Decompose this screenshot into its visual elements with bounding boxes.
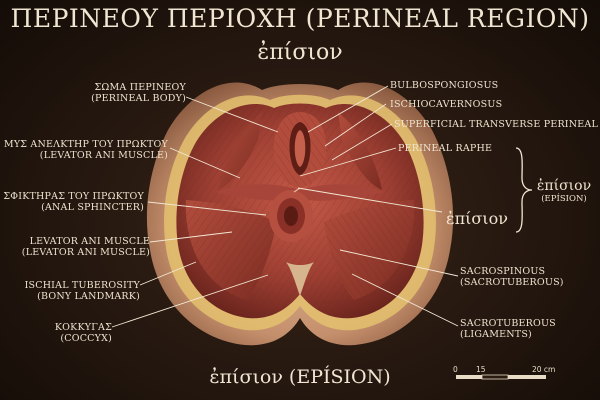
label-sacrospinous: SACROSPINOUS(SACROTUBEROUS) bbox=[460, 266, 564, 288]
scale-tick-15: 15 bbox=[476, 365, 486, 374]
perineal-raphe bbox=[293, 187, 301, 193]
ischiocavernosus-right bbox=[338, 112, 382, 190]
page-subtitle: ἐπίσιον bbox=[257, 40, 343, 65]
label-ischiocavernosus: ISCHIOCAVERNOSUS bbox=[390, 99, 503, 110]
coccyx bbox=[286, 262, 314, 296]
label-coccyx: ΚΟΚΚΥΓΑΣ(COCCYX) bbox=[54, 322, 112, 344]
label-levator-ani-gr: ΜΥΣ ΑΝΕΛΚΤΗΡ ΤΟΥ ΠΡΩΚΤΟΥ(LEVATOR ANI MUS… bbox=[3, 139, 168, 161]
ischiocavernosus-left bbox=[218, 112, 262, 190]
label-anal-sphincter: ΣΦΙΚΤΗΡΑΣ ΤΟΥ ΠΡΩΚΤΟΥ(ANAL SPHINCTER) bbox=[3, 191, 144, 213]
brace-shape bbox=[515, 147, 533, 233]
label-bulbospongiosus: BULBOSPONGIOSUS bbox=[390, 80, 499, 91]
brace-epision-label: ἐπίσιον (EPÍSION) bbox=[536, 178, 592, 204]
center-epision-label: ἐπίσιον bbox=[446, 209, 508, 228]
footer-caption: ἐπίσιον (EPÍSION) bbox=[209, 366, 391, 388]
label-perineal-raphe: PERINEAL RAPHE bbox=[398, 143, 493, 154]
label-levator-ani: LEVATOR ANI MUSCLE(LEVATOR ANI MUSCLE) bbox=[21, 236, 150, 258]
label-sacrotuberous: SACROTUBEROUS(LIGAMENTS) bbox=[460, 318, 556, 340]
scale-bar bbox=[456, 374, 546, 380]
label-perineal-body: ΣΩΜΑ ΠΕΡΙΝΕΟΥ(PERINEAL BODY) bbox=[91, 82, 186, 104]
label-ischial-tuberosity: ISCHIAL TUBEROSITY(BONY LANDMARK) bbox=[24, 280, 140, 302]
scale-tick-20cm: 20 cm bbox=[532, 365, 556, 374]
page-title: ΠΕΡΙΝΕΟΥ ΠΕΡΙΟΧΗ (PERINEAL REGION) bbox=[10, 4, 590, 33]
label-transverse-perineal: SUPERFICIAL TRANSVERSE PERINEAL bbox=[394, 119, 598, 130]
scale-tick-0: 0 bbox=[453, 365, 458, 374]
leader-lines bbox=[111, 85, 459, 328]
